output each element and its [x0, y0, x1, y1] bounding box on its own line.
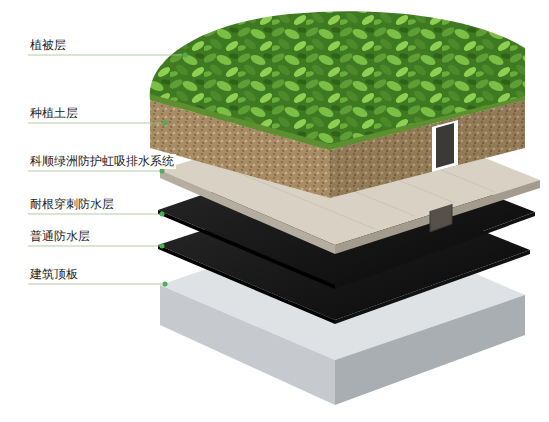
layer-label: 科顺绿洲防护虹吸排水系统 — [28, 154, 176, 169]
layer-label: 普通防水层 — [28, 229, 92, 244]
layer-label: 建筑顶板 — [28, 267, 80, 282]
layer-label: 耐根穿刺防水层 — [28, 197, 116, 212]
leader-lines — [28, 55, 182, 284]
vegetation — [150, 11, 525, 150]
layer-label: 植被层 — [28, 38, 68, 53]
leader-dots — [160, 53, 188, 287]
layer-label: 种植土层 — [28, 106, 80, 121]
